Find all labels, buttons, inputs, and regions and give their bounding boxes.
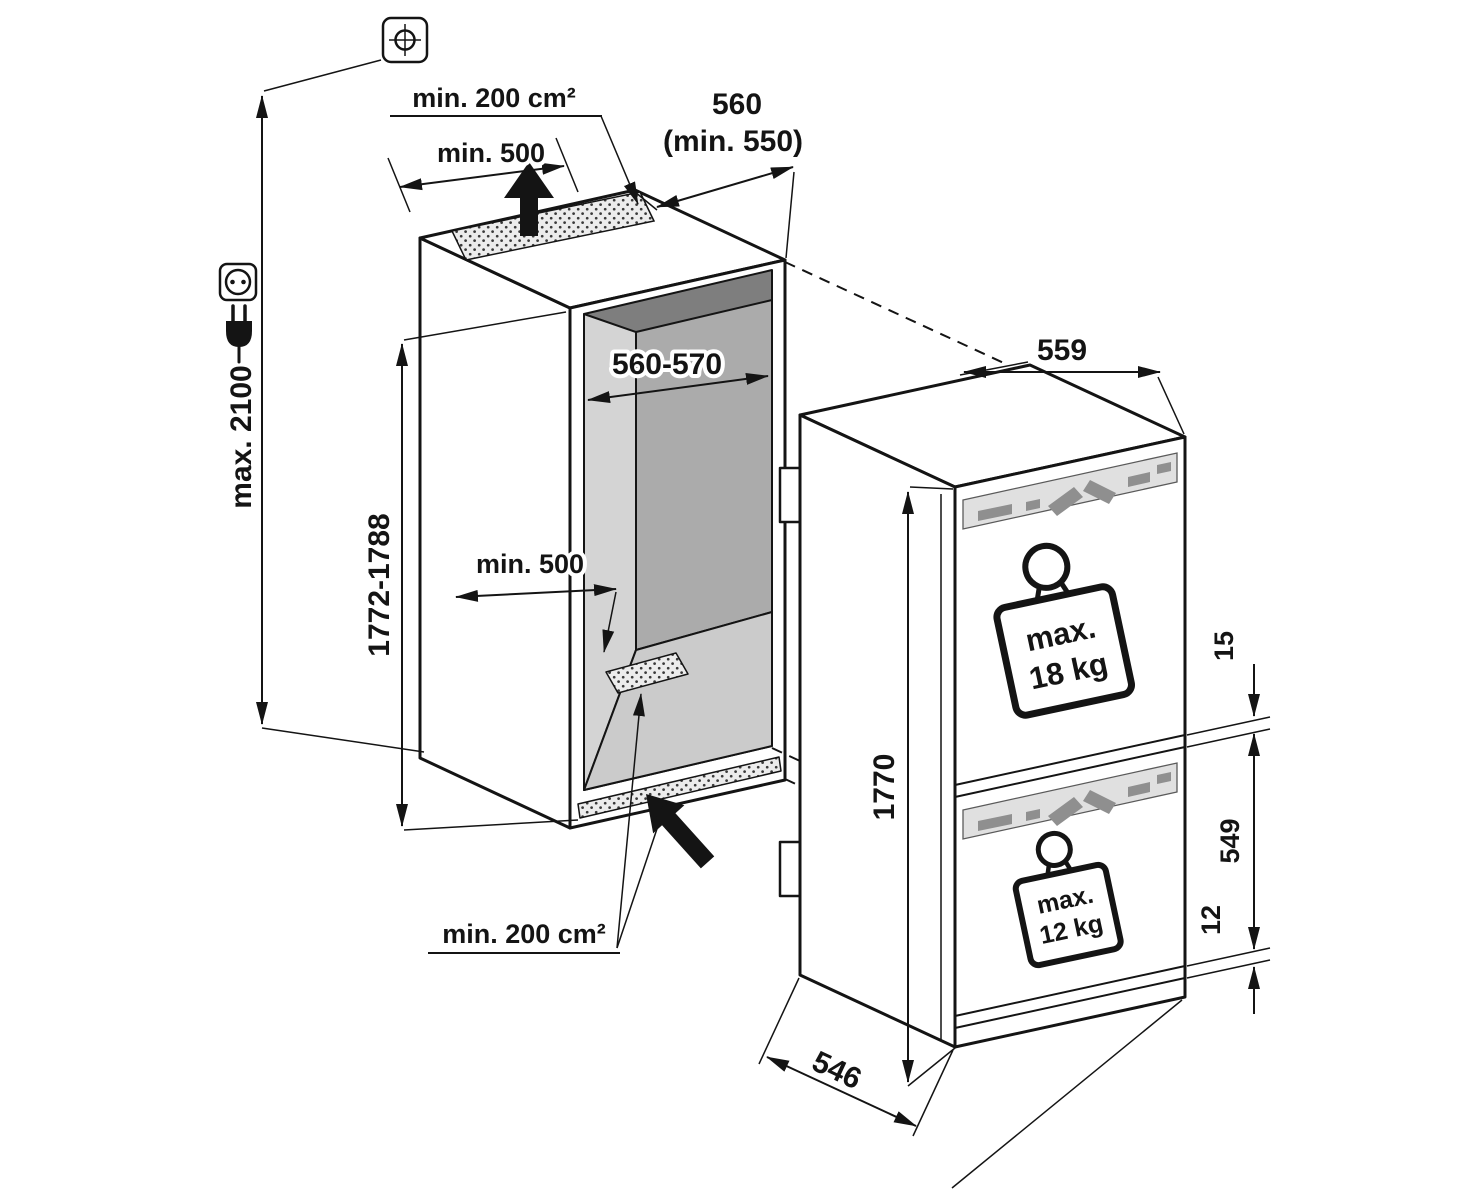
niche-left-face — [418, 236, 572, 830]
dim-niche-width — [587, 372, 769, 404]
label-vent-top: min. 200 cm² — [390, 79, 639, 205]
niche-vent-top-label: min. 200 cm² — [412, 83, 576, 113]
bottom-gap-label: 12 — [1196, 905, 1226, 935]
appliance-height-label: 1770 — [868, 754, 901, 821]
niche-depth-label: 560 — [712, 88, 762, 121]
niche-inner-clearance-label: min. 500 — [476, 549, 584, 579]
dim-max-room-height — [256, 59, 425, 753]
niche-width-label: 560-570 — [612, 348, 722, 381]
room-max-height-label: max. 2100 — [225, 365, 258, 508]
appliance-drawing — [778, 363, 1187, 1049]
lower-door-height-label: 549 — [1215, 818, 1245, 863]
plinth-step-line — [954, 977, 1186, 1029]
hinge-mechanism-lower — [962, 762, 1178, 840]
lower-door-bottom-line — [954, 965, 1186, 1017]
appliance-front-face — [953, 435, 1187, 1049]
door-gap-line — [954, 734, 1186, 786]
dim-inner-clearance — [455, 584, 617, 653]
niche-height-label: 1772-1788 — [363, 513, 396, 656]
gap-between-doors-label: 15 — [1209, 631, 1239, 661]
niche-floor — [583, 611, 773, 791]
label-vent-bottom: min. 200 cm² — [428, 693, 667, 954]
weight-18kg-icon: max. 18 kg — [993, 542, 1135, 719]
niche-bottom-vent — [577, 756, 782, 819]
niche-floor-vent — [605, 652, 689, 694]
power-socket-icon — [218, 262, 258, 302]
niche-depth-min-label: (min. 550) — [663, 125, 803, 158]
power-plug-icon — [226, 304, 252, 364]
weight-12kg-icon: max. 12 kg — [1012, 830, 1124, 969]
appliance-depth-label: 546 — [807, 1045, 866, 1096]
dim-niche-depth — [634, 166, 795, 259]
niche-vent-bottom-label: min. 200 cm² — [442, 919, 606, 949]
appliance-side-face — [798, 413, 957, 1049]
appliance-width-label: 559 — [1037, 334, 1087, 367]
projection-lines — [771, 261, 1007, 787]
dim-top-clearance — [387, 137, 579, 213]
ceiling-reference-icon — [381, 16, 429, 64]
dim-appliance-depth — [758, 977, 1183, 1189]
door-gap-line — [954, 746, 1186, 798]
hinge-mechanism-upper — [962, 452, 1178, 530]
dim-appliance-width — [959, 361, 1185, 435]
dim-niche-height — [396, 311, 579, 831]
dim-right-side — [1186, 664, 1271, 1014]
niche-top-clearance-label: min. 500 — [437, 138, 545, 168]
top-vent-strip — [450, 191, 656, 261]
